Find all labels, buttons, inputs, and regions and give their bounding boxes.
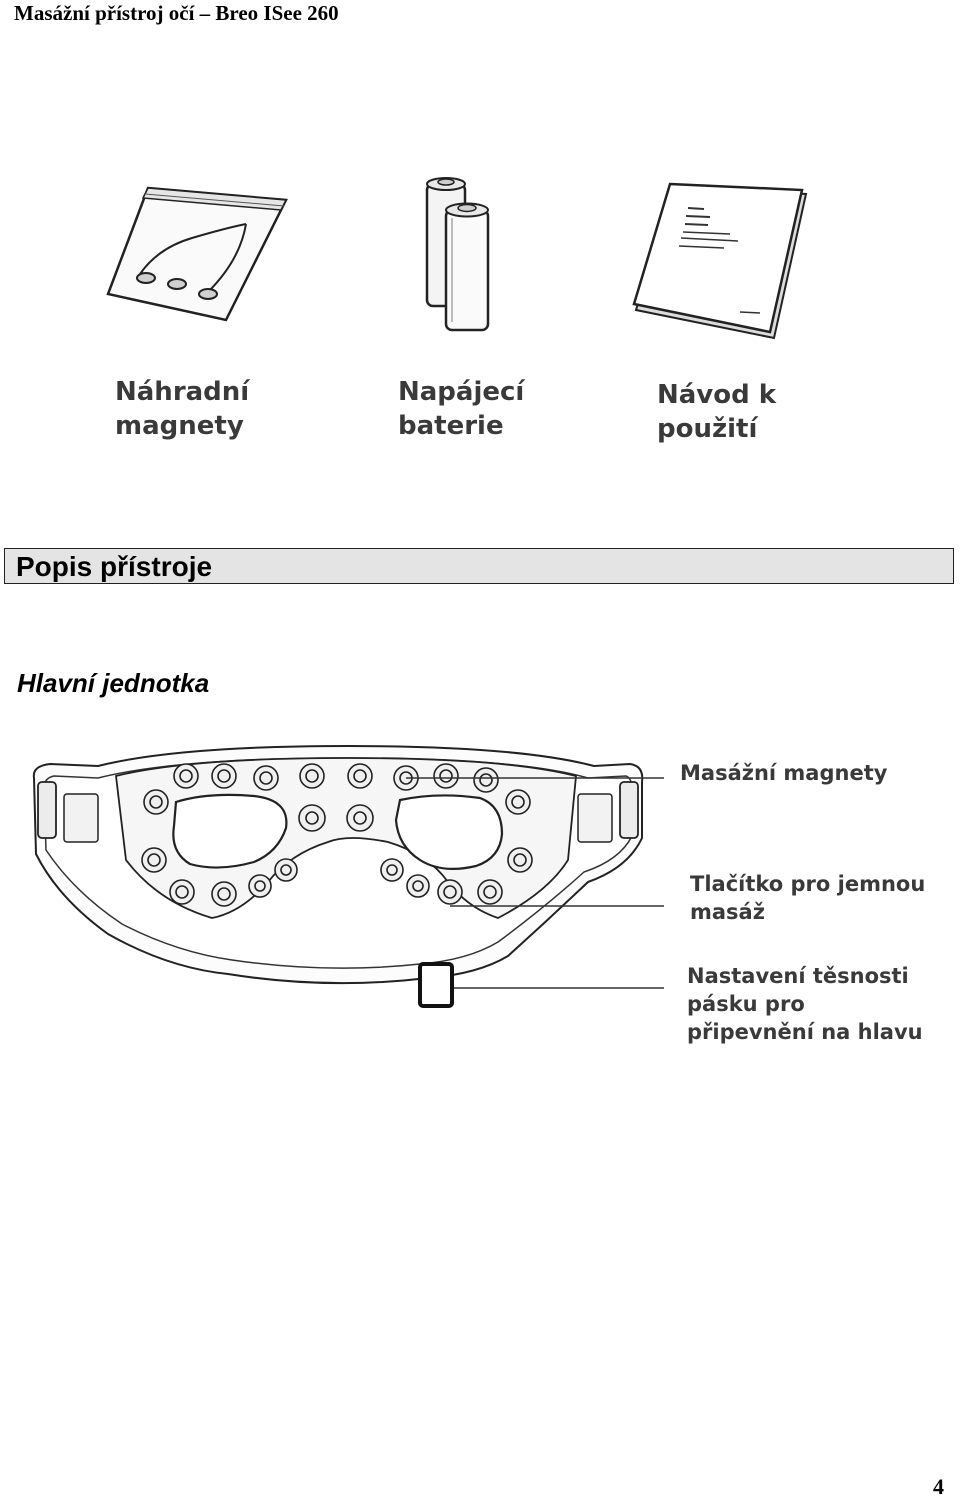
manual-booklet-icon: [632, 182, 808, 340]
callout-strap-adjustment-line3: připevnění na hlavu: [687, 1020, 923, 1044]
page-number: 4: [933, 1474, 944, 1499]
callout-strap-adjustment-line1: Nastavení těsnosti: [687, 964, 909, 988]
section-heading-bar: Popis přístroje: [4, 548, 954, 584]
subsection-title: Hlavní jednotka: [17, 668, 210, 698]
batteries-illustration: [418, 170, 498, 335]
eye-massager-illustration: [32, 744, 664, 1008]
spare-magnets-illustration: [100, 180, 300, 330]
callout-gentle-massage-button-line2: masáž: [690, 900, 765, 924]
section-title: Popis přístroje: [16, 551, 213, 582]
magnet-bag-icon: [106, 186, 288, 322]
spare-magnets-label-line2: magnety: [115, 411, 244, 441]
batteries-label-line2: baterie: [398, 411, 504, 441]
callout-massage-magnets: Masážní magnety: [680, 761, 888, 785]
spare-magnets-label-line1: Náhradní: [115, 377, 250, 407]
main-unit-diagram: [28, 742, 678, 1017]
manual-illustration: [630, 180, 815, 340]
manual-label-line2: použití: [657, 414, 758, 444]
battery-icon: [425, 177, 490, 332]
batteries-label-line1: Napájecí: [398, 377, 525, 407]
running-header: Masážní přístroj očí – Breo ISee 260: [14, 1, 339, 25]
callout-strap-adjustment-line2: pásku pro: [687, 992, 805, 1016]
manual-label-line1: Návod k: [657, 380, 777, 410]
callout-gentle-massage-button-line1: Tlačítko pro jemnou: [690, 872, 926, 896]
